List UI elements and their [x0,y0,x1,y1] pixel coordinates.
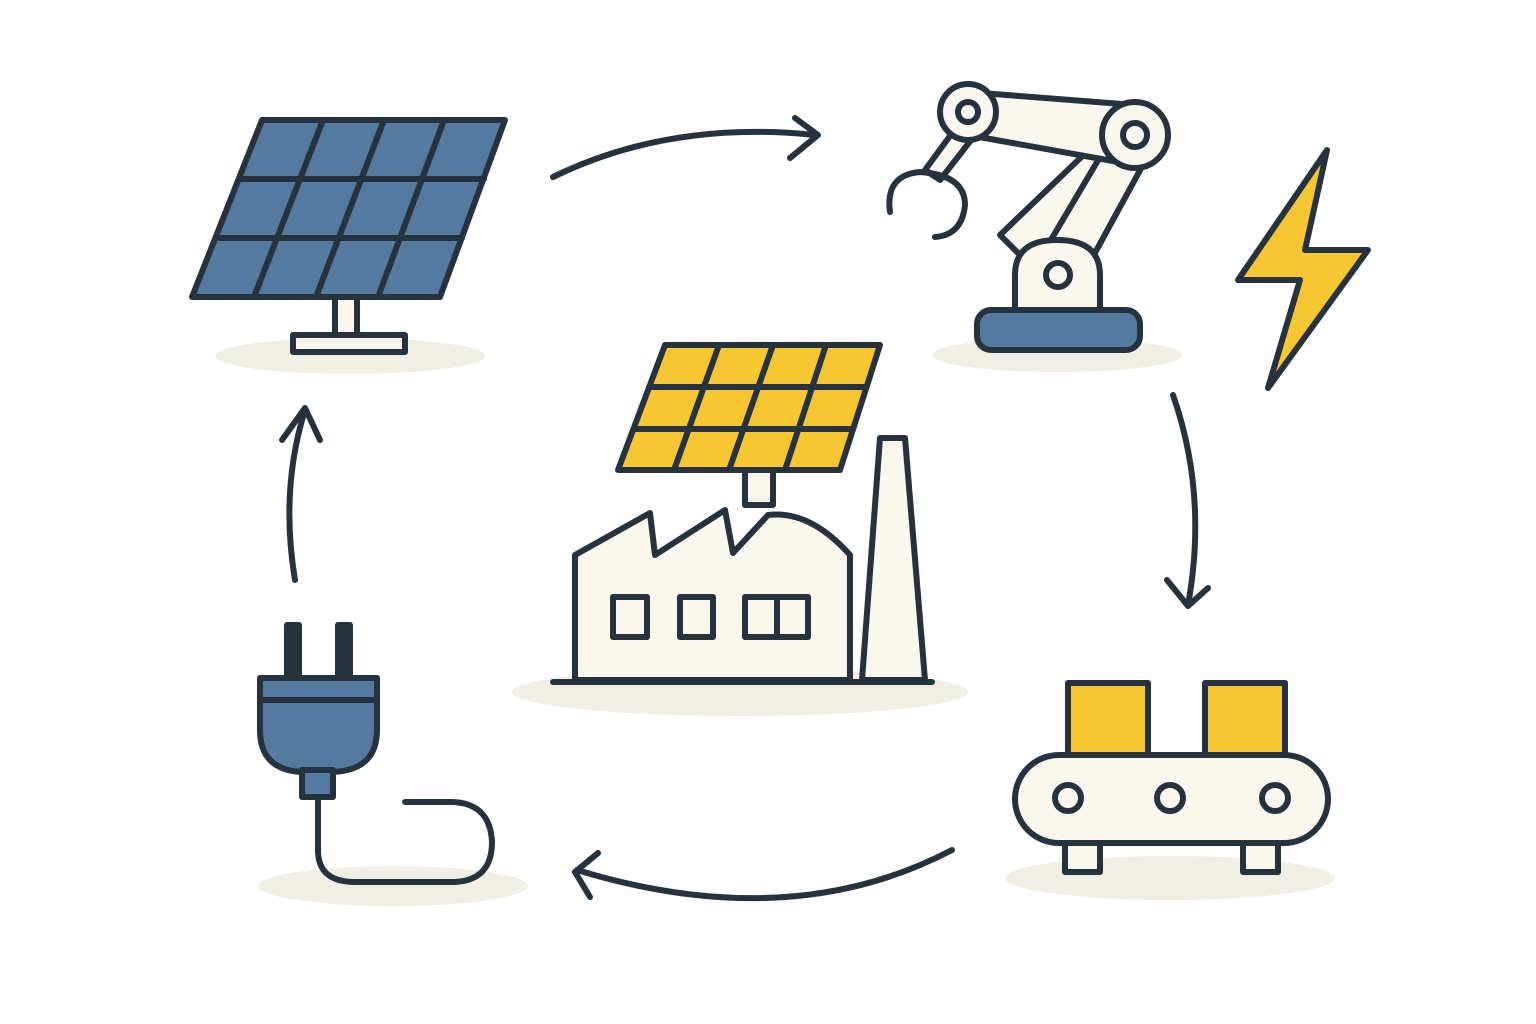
solar-powered-factory-icon-part-part [671,342,722,473]
robotic-arm-icon [886,81,1171,353]
arrow-top [550,115,821,180]
robotic-arm-icon-part [955,99,981,125]
power-plug-icon-part [284,622,302,683]
conveyor-belt-icon-part [1240,840,1281,875]
power-plug-icon-part [299,767,336,800]
solar-panel-icon-part [290,332,408,355]
solar-powered-factory-icon-part [742,467,776,508]
power-plug-icon-part [315,794,495,885]
solar-panel-icon-part-part [375,117,447,300]
robotic-arm-icon-part [974,307,1143,353]
robotic-arm-icon-part [1120,120,1150,150]
power-plug-icon-part [335,622,353,683]
conveyor-belt-icon-part [1062,840,1103,875]
solar-powered-factory-icon-part [631,342,869,473]
conveyor-belt-icon-part [1259,782,1291,814]
cycle-arrows [279,115,1211,902]
solar-powered-factory-icon-part-part [726,342,776,473]
solar-powered-factory-icon [550,342,935,685]
power-plug-icon [257,622,495,885]
arrow-left [279,405,323,583]
solar-panel-shadow [215,338,485,374]
solar-panel-icon-part [332,294,360,340]
robotic-arm-icon-part [1043,260,1073,290]
conveyor-belt-icon-part [1202,680,1288,758]
arrow-right [1164,392,1211,609]
solar-powered-factory-icon-part [610,594,650,640]
conveyor-belt-icon-part [1052,782,1084,814]
solar-panel-icon-part-part [313,117,387,300]
conveyor-belt-icon-part [1065,680,1151,758]
conveyor-belt-icon-part [1154,782,1186,814]
solar-panel-icon [189,117,508,355]
solar-powered-factory-icon-part-part [782,342,829,473]
solar-panel-icon-part-part [251,117,326,300]
solar-powered-factory-icon-part [677,594,716,640]
solar-powered-factory-icon-part [859,435,928,683]
robotic-arm-icon-part [886,169,968,240]
arrow-bottom [572,847,955,902]
lightning-bolt-icon [1235,147,1371,391]
conveyor-shadow [1005,856,1335,900]
conveyor-belt-icon [1012,680,1331,875]
plug-shadow [258,866,528,906]
solar-panel-icon-part [217,117,487,300]
power-plug-icon-part [257,675,380,775]
